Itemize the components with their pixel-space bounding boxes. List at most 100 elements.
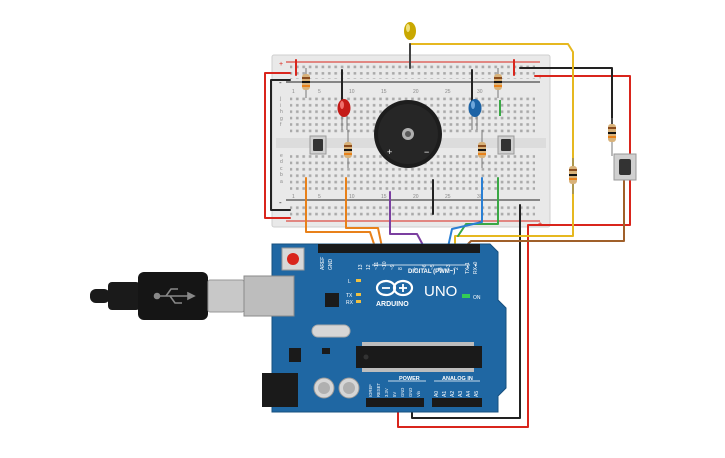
yellow-led[interactable]: [404, 22, 416, 40]
pushbutton-external[interactable]: [613, 153, 637, 181]
row-letter: h: [280, 109, 283, 115]
pin-label: ~6: [422, 264, 428, 270]
tx-led: [356, 293, 361, 296]
wire-black-left-rail[interactable]: [270, 79, 291, 211]
top-rail-holes-2: [290, 72, 535, 79]
usb-cable[interactable]: [90, 272, 245, 320]
usb-chip: [325, 293, 339, 307]
power-pin-labels: IOREF RESET 3.3V 5V GND GND Vin: [368, 383, 421, 397]
wire-yellow[interactable]: [409, 43, 574, 248]
wire-blue[interactable]: [447, 177, 483, 248]
pin-label: 4: [438, 267, 444, 270]
pin-label: RESET: [376, 383, 381, 397]
resistor[interactable]: [302, 68, 310, 98]
pin-label: GND: [408, 388, 413, 397]
column-numbers: 1 5 10 15 20 25 30 1 5 10 15 20 25 30: [292, 89, 483, 200]
chip-notch: [363, 354, 369, 360]
rail-plus-label: +: [279, 61, 283, 68]
digital-pin-labels: AREF GND 13 12 ~11 ~10 ~9 8 7 ~6 ~5 4 ~3…: [320, 257, 479, 274]
pin-label: 3.3V: [384, 388, 389, 397]
rail-minus-label: -: [279, 78, 282, 87]
row-letter: a: [280, 179, 283, 185]
col-number: 5: [318, 194, 321, 200]
row-letter: b: [280, 172, 283, 178]
capacitor-top: [318, 382, 330, 394]
row-letter: c: [280, 166, 283, 172]
resistor[interactable]: [569, 158, 577, 194]
wire-purple[interactable]: [389, 191, 425, 248]
resistor[interactable]: [344, 130, 352, 168]
pushbutton-right[interactable]: [497, 135, 515, 155]
pin-label: A1: [442, 391, 448, 397]
crystal: [311, 324, 351, 338]
resistor[interactable]: [494, 68, 502, 98]
pin-label: 7: [414, 267, 420, 270]
col-number: 25: [445, 89, 451, 95]
resistor[interactable]: [608, 118, 616, 156]
row-letter: j: [279, 96, 281, 102]
col-number: 10: [349, 194, 355, 200]
board-model-label: UNO: [424, 283, 457, 300]
pin-label: A3: [458, 391, 464, 397]
col-number: 25: [445, 194, 451, 200]
wire-red-left-rail[interactable]: [264, 72, 291, 219]
digital-header-label: DIGITAL (PWM~): [408, 269, 455, 275]
wire-red-5v[interactable]: [397, 75, 631, 428]
pin-label: ~9: [390, 264, 396, 270]
pushbutton-left[interactable]: [309, 135, 327, 155]
usb-icon: [153, 288, 196, 304]
wire-orange-2[interactable]: [345, 177, 383, 248]
wire-orange-1[interactable]: [305, 177, 376, 248]
pin-label: 5V: [392, 392, 397, 397]
red-led[interactable]: [337, 99, 351, 130]
rx-led: [356, 300, 361, 303]
resistors: [302, 68, 616, 194]
power-label: POWER: [399, 376, 420, 382]
analog-pin-labels: A0 A1 A2 A3 A4 A5: [434, 391, 480, 397]
bottom-rail-holes-1: [290, 203, 535, 210]
top-rail-holes-1: [290, 64, 535, 71]
rx-label: RX: [346, 300, 354, 306]
pin-label: TX▸1: [465, 262, 471, 274]
row-letter: g: [280, 116, 283, 122]
resistor[interactable]: [478, 130, 486, 168]
col-number: 30: [477, 89, 483, 95]
power-jack[interactable]: [262, 373, 298, 407]
arduino-uno: AREF GND 13 12 ~11 ~10 ~9 8 7 ~6 ~5 4 ~3…: [243, 243, 507, 413]
row-letters: j i h g f e d c b a: [279, 96, 283, 185]
digital-header: [318, 244, 480, 253]
usb-jack[interactable]: [243, 275, 295, 317]
pin-label: A0: [434, 391, 440, 397]
pin-label: A4: [466, 391, 472, 397]
power-header: [366, 398, 424, 407]
usb-plug-metal: [207, 279, 245, 313]
bottom-rail-holes-2: [290, 211, 535, 218]
arduino-logo-icon: [375, 279, 414, 297]
wire-green[interactable]: [457, 177, 499, 237]
pin-label: 2: [454, 267, 460, 270]
col-number: 1: [292, 89, 295, 95]
small-chip: [322, 348, 330, 354]
piezo-buzzer[interactable]: + −: [374, 100, 442, 168]
col-number: 15: [381, 194, 387, 200]
buzzer-minus-label: −: [424, 147, 429, 157]
wire-black-right-rail[interactable]: [519, 67, 613, 127]
pin-label: Vin: [416, 390, 421, 397]
pin-label: 12: [366, 264, 372, 270]
pin-label: A5: [474, 391, 480, 397]
pin-label: IOREF: [368, 384, 373, 397]
col-number: 1: [292, 194, 295, 200]
analog-label: ANALOG IN: [442, 376, 473, 382]
pin-label: A2: [450, 391, 456, 397]
col-number: 5: [318, 89, 321, 95]
blue-led[interactable]: [468, 99, 482, 130]
capacitor-top: [343, 382, 355, 394]
arduino-logo-text: ARDUINO: [376, 301, 409, 308]
tx-label: TX: [346, 293, 353, 299]
pin-label: ~10: [382, 261, 388, 270]
buzzer-plus-label: +: [387, 147, 392, 157]
l-label: L: [348, 279, 351, 285]
reset-button-cap[interactable]: [287, 253, 299, 265]
wires: [264, 43, 631, 428]
